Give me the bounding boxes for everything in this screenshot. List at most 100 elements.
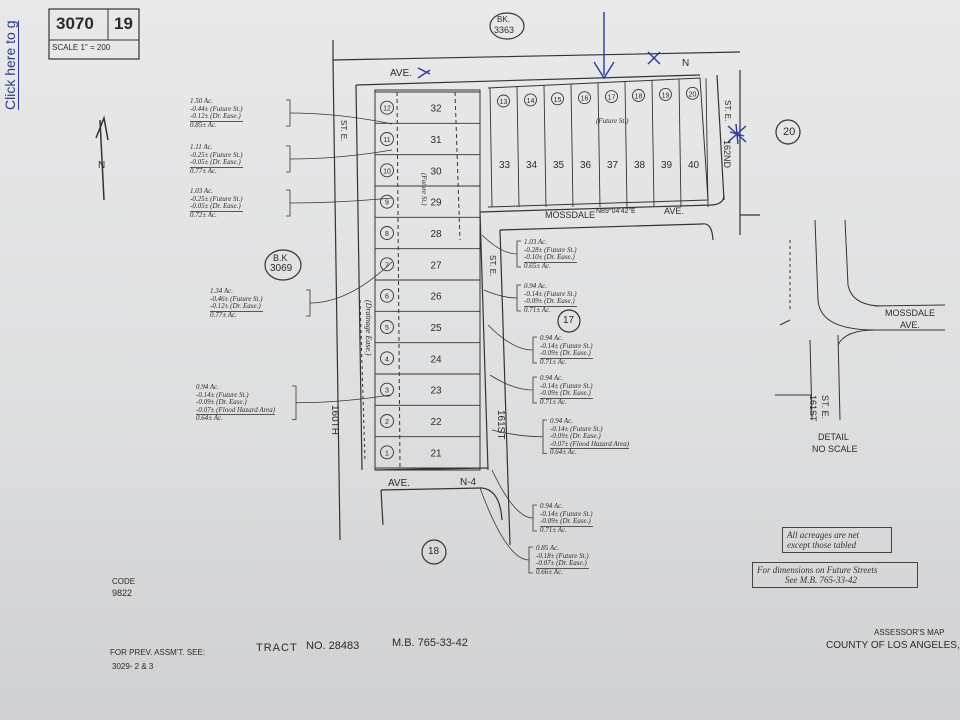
- lot-divider-top: [624, 81, 628, 208]
- annotation-leader: [289, 112, 393, 125]
- lot-circled-number-top: 17: [608, 95, 616, 102]
- acreage-annotation-fs: -0.14± (Future St.): [524, 289, 577, 298]
- lot-circle-left: [380, 100, 394, 115]
- acreage-annotation: 1.11 Ac.-0.25± (Future St.)-0.05± (Dr. E…: [190, 143, 243, 175]
- acreage-annotation-total: 0.94 Ac.: [540, 334, 564, 342]
- acreage-annotation-total: 0.94 Ac.: [550, 417, 574, 425]
- acreage-annotation-de: -0.09± (Dr. Ease.): [540, 389, 591, 397]
- acreage-annotation-net: 0.64± Ac.: [550, 448, 630, 457]
- circled-map-numbers: [264, 12, 801, 565]
- acreage-annotation-fh: -0.07± (Flood Hazard Area): [550, 439, 630, 448]
- acreage-annotation-net: 0.65± Ac.: [524, 261, 577, 271]
- future-street-mid-label: (Future St.): [420, 173, 428, 206]
- lot-circle-top: [551, 92, 564, 106]
- bottom-avenue-label: AVE.: [388, 478, 411, 489]
- street-162nd-e-label: ST. E.: [723, 100, 732, 122]
- acreage-annotation-de: -0.12± (Dr. Ease.): [210, 302, 261, 310]
- acreage-annotation-de: -0.10± (Dr. Ease.): [524, 253, 575, 261]
- lot-divider-top: [678, 79, 682, 208]
- lot-circle-left: [380, 132, 394, 146]
- annotation-bracket: [532, 376, 537, 404]
- lot-circled-number-left: 5: [385, 325, 389, 332]
- lot-circle-top: [605, 90, 618, 104]
- lot-circle-left: [380, 320, 394, 334]
- prev-assessment-label: FOR PREV. ASSM'T. SEE:: [110, 648, 206, 657]
- lot-circled-number-left: 8: [385, 231, 389, 238]
- lot-circle-left: [380, 414, 394, 428]
- lot-number-left: 23: [430, 386, 442, 397]
- lot-number-left: 26: [430, 292, 442, 303]
- acreage-annotation: 1.50 Ac.-0.44± (Future St.)-0.12± (Dr. E…: [190, 97, 243, 129]
- lot-divider-top: [489, 87, 493, 208]
- lot-circled-number-left: 4: [385, 356, 389, 363]
- lot-number-left: 27: [430, 260, 442, 271]
- lot-number-top: 37: [607, 160, 619, 171]
- mossdale-label: MOSSDALE: [545, 210, 596, 220]
- annotation-leader: [483, 289, 518, 299]
- lot-circle-top: [632, 89, 645, 102]
- county-label: COUNTY OF LOS ANGELES,: [826, 640, 960, 651]
- annotation-leader: [489, 374, 534, 391]
- acreage-annotation-fs: -0.18± (Future St.): [536, 551, 589, 560]
- acreage-annotation-net: 0.66± Ac.: [536, 567, 589, 577]
- prev-assessment-value: 3029- 2 & 3: [112, 662, 154, 671]
- lot-number-left: 29: [430, 198, 442, 209]
- acreage-annotation-net: 0.64± Ac.: [196, 414, 276, 423]
- book-number: 3070: [56, 14, 94, 33]
- street-160th-label: 160TH: [329, 405, 340, 436]
- lot-number-left: 28: [430, 229, 442, 240]
- acreage-annotation-fh: -0.07± (Flood Hazard Area): [196, 405, 276, 414]
- book-ref-3069-label: B.K: [273, 253, 288, 263]
- lot-circle-left: [380, 288, 394, 303]
- detail-161st-label: 161ST: [808, 395, 818, 422]
- street-161st-label: 161ST: [495, 410, 506, 440]
- acreage-annotation: 0.94 Ac.-0.14± (Future St.)-0.09± (Dr. E…: [196, 383, 276, 423]
- drainage-easement-label: (Drainage Ease.): [364, 300, 373, 356]
- lot-number-left: 30: [430, 166, 442, 177]
- acreage-annotation-total: 1.50 Ac.: [190, 97, 214, 105]
- acreage-annotation-de: -0.09± (Dr. Ease.): [540, 349, 591, 357]
- lot-circled-number-left: 12: [383, 106, 391, 113]
- acreage-annotation-total: 1.03 Ac.: [524, 238, 548, 246]
- acreage-annotation-de: -0.12± (Dr. Ease.): [190, 112, 241, 120]
- acreage-annotation: 0.94 Ac.-0.14± (Future St.)-0.09± (Dr. E…: [540, 502, 593, 534]
- lot-circled-number-left: 10: [383, 168, 391, 175]
- acreage-annotation-fs: -0.14± (Future St.): [550, 424, 603, 433]
- annotation-bracket: [292, 385, 297, 420]
- lot-circle-top: [497, 94, 510, 108]
- acreage-annotation-net: 0.71± Ac.: [524, 305, 577, 315]
- annotation-bracket: [542, 419, 547, 454]
- acreage-annotation-de: -0.07± (Dr. Ease.): [536, 559, 587, 567]
- lot-circled-number-left: 3: [385, 388, 389, 395]
- lot-circle-top: [686, 86, 699, 100]
- header-frame: [48, 8, 140, 60]
- tract-number: NO. 28483: [306, 640, 360, 652]
- mossdale-ave-label: AVE.: [664, 206, 684, 216]
- top-avenue-label: AVE.: [390, 68, 413, 79]
- acreage-annotation-net: 0.71± Ac.: [540, 357, 593, 367]
- acreage-annotation-total: 1.11 Ac.: [190, 143, 213, 151]
- acreage-annotation-fs: -0.25± (Future St.): [190, 150, 243, 159]
- lot-number-top: 34: [526, 160, 538, 171]
- lot-number-top: 33: [499, 160, 511, 171]
- detail-title: DETAIL: [818, 432, 849, 442]
- book-ref-3363-number: 3363: [494, 25, 515, 35]
- future-streets-note: For dimensions on Future Streets See M.B…: [752, 562, 918, 588]
- acreage-annotation-fs: -0.14± (Future St.): [540, 509, 593, 518]
- lot-circle-top: [659, 87, 672, 101]
- acreage-annotation-total: 0.85 Ac.: [536, 544, 560, 552]
- annotation-leader: [289, 149, 393, 160]
- lot-circled-number-top: 18: [635, 94, 643, 101]
- acreage-note-line1: All acreages are net: [787, 530, 860, 540]
- code-label: CODE: [112, 577, 136, 586]
- lot-number-top: 39: [661, 160, 673, 171]
- future-streets-note-line2: See M.B. 765-33-42: [785, 575, 857, 585]
- acreage-annotation: 0.94 Ac.-0.14± (Future St.)-0.09± (Dr. E…: [540, 374, 593, 406]
- annotation-bracket: [532, 336, 537, 364]
- annotation-leader: [479, 487, 530, 561]
- annotation-bracket: [286, 99, 291, 127]
- leader-lines: [286, 99, 547, 574]
- acreage-note-line2: except those tabled: [787, 540, 856, 550]
- lot-divider-top: [516, 86, 520, 208]
